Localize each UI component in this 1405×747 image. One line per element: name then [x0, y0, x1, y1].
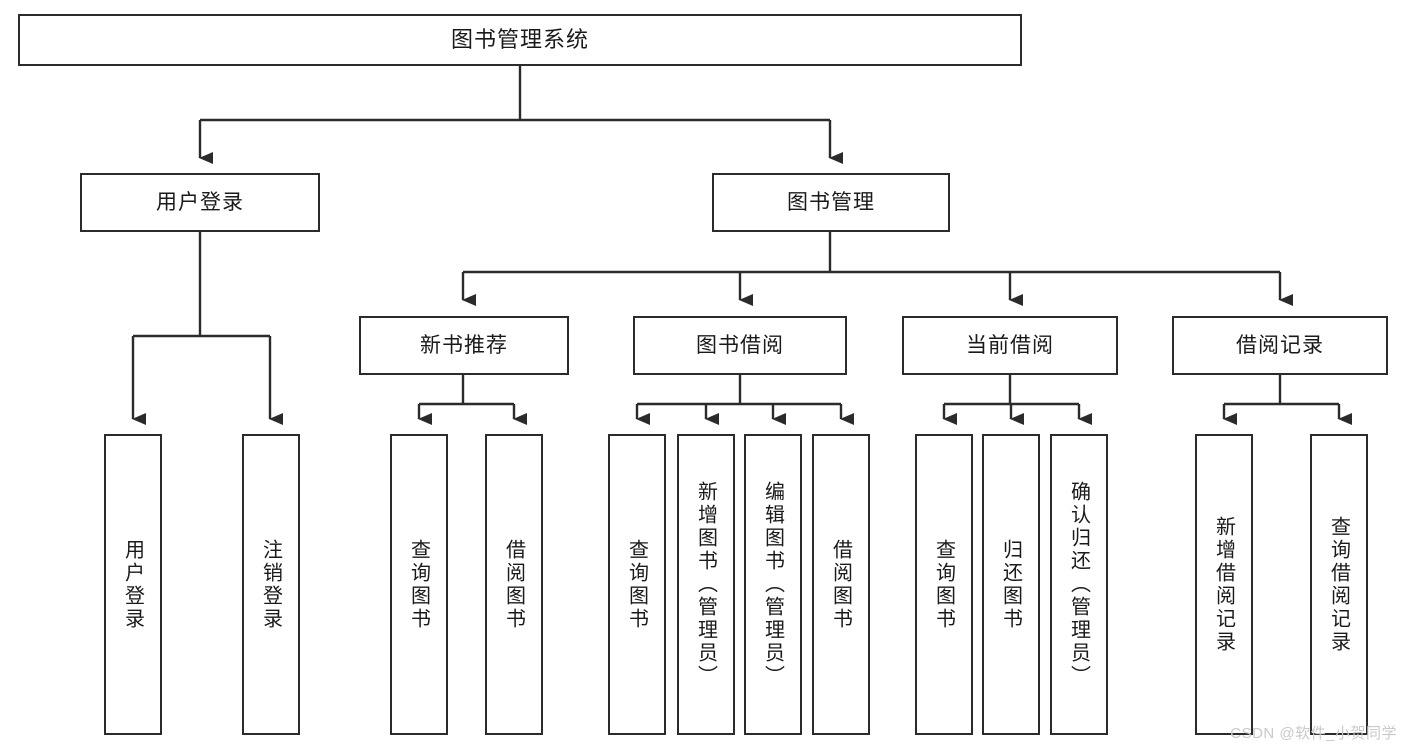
node-new-book-recommend[interactable]: 新书推荐 — [359, 316, 569, 375]
csdn-watermark: CSDN @软件_小贺同学 — [1230, 725, 1397, 742]
node-current-borrow[interactable]: 当前借阅 — [902, 316, 1118, 375]
leaf-book-borrow-borrow-book[interactable]: 借阅图书 — [812, 434, 870, 735]
leaf-label: 查询图书 — [625, 538, 648, 631]
leaf-label: 确认归还（管理员） — [1067, 481, 1090, 688]
node-book-borrow[interactable]: 图书借阅 — [633, 316, 847, 375]
leaf-label: 借阅图书 — [829, 538, 852, 631]
leaf-label: 查询图书 — [407, 538, 430, 631]
leaf-user-login-logout[interactable]: 注销登录 — [242, 434, 300, 735]
leaf-label: 查询图书 — [932, 538, 955, 631]
leaf-book-borrow-add-book-admin[interactable]: 新增图书（管理员） — [677, 434, 735, 735]
leaf-user-login-login[interactable]: 用户登录 — [104, 434, 162, 735]
node-book-management[interactable]: 图书管理 — [712, 173, 950, 232]
leaf-new-book-borrow-book[interactable]: 借阅图书 — [485, 434, 543, 735]
node-user-login[interactable]: 用户登录 — [80, 173, 320, 232]
leaf-label: 新增图书（管理员） — [694, 481, 717, 688]
leaf-book-borrow-edit-book-admin[interactable]: 编辑图书（管理员） — [744, 434, 802, 735]
leaf-label: 新增借阅记录 — [1212, 515, 1235, 654]
leaf-label: 归还图书 — [999, 538, 1022, 631]
leaf-new-book-query-book[interactable]: 查询图书 — [390, 434, 448, 735]
leaf-label: 编辑图书（管理员） — [761, 481, 784, 688]
leaf-current-borrow-confirm-return-admin[interactable]: 确认归还（管理员） — [1050, 434, 1108, 735]
leaf-label: 借阅图书 — [502, 538, 525, 631]
leaf-borrow-records-add-record[interactable]: 新增借阅记录 — [1195, 434, 1253, 735]
node-borrow-records[interactable]: 借阅记录 — [1172, 316, 1388, 375]
node-root-book-management-system[interactable]: 图书管理系统 — [18, 14, 1022, 66]
leaf-label: 用户登录 — [121, 538, 144, 631]
leaf-borrow-records-query-record[interactable]: 查询借阅记录 — [1310, 434, 1368, 735]
leaf-current-borrow-return-book[interactable]: 归还图书 — [982, 434, 1040, 735]
leaf-book-borrow-query-book[interactable]: 查询图书 — [608, 434, 666, 735]
leaf-current-borrow-query-book[interactable]: 查询图书 — [915, 434, 973, 735]
leaf-label: 查询借阅记录 — [1327, 515, 1350, 654]
leaf-label: 注销登录 — [259, 538, 282, 631]
